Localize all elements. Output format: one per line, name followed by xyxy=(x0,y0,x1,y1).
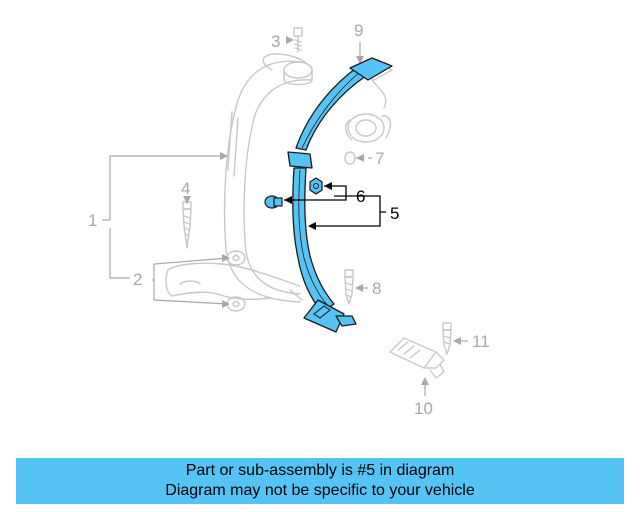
belt-top-tab xyxy=(349,57,393,81)
part-3-bolt-anchor xyxy=(283,27,313,86)
belt-main-webbing xyxy=(292,167,335,313)
fastener-nut xyxy=(309,177,323,195)
callout-8[interactable]: 8 xyxy=(372,279,381,298)
callout-11[interactable]: 11 xyxy=(472,332,490,351)
callout-2[interactable]: 2 xyxy=(133,270,142,289)
part-11-bolt xyxy=(442,322,452,355)
faded-arrowheads xyxy=(183,36,461,385)
callout-9[interactable]: 9 xyxy=(354,21,363,40)
part-4-bolt xyxy=(182,201,192,249)
info-banner: Part or sub-assembly is #5 in diagram Di… xyxy=(16,458,624,504)
fastener-bolt xyxy=(264,195,283,209)
belt-upper-edge xyxy=(301,71,361,149)
callout-6[interactable]: 6 xyxy=(356,187,365,206)
part-10-buckle xyxy=(389,337,445,379)
belt-upper-webbing xyxy=(295,67,367,151)
callout-7[interactable]: 7 xyxy=(375,149,384,168)
part-1-pillar-guide xyxy=(223,53,313,303)
callout-3[interactable]: 3 xyxy=(271,32,280,51)
callout-5[interactable]: 5 xyxy=(390,204,399,223)
part-8-bolt xyxy=(344,269,354,305)
active-leaders xyxy=(284,185,386,227)
active-arrowheads xyxy=(284,182,332,230)
belt-guide-loop xyxy=(287,151,313,169)
banner-line-2: Diagram may not be specific to your vehi… xyxy=(165,482,475,499)
part-6-fasteners[interactable] xyxy=(264,177,323,209)
callout-labels: 1 2 3 4 5 6 7 8 9 10 11 xyxy=(88,21,490,418)
callout-1[interactable]: 1 xyxy=(88,211,97,230)
part-5-seat-belt-assembly[interactable] xyxy=(287,57,393,333)
callout-10[interactable]: 10 xyxy=(414,399,433,418)
belt-lower-anchor xyxy=(303,299,345,333)
belt-anchor-slot xyxy=(313,305,331,319)
faded-parts xyxy=(165,27,452,379)
belt-main-edge xyxy=(298,169,329,307)
callout-4[interactable]: 4 xyxy=(181,179,190,198)
banner-line-1: Part or sub-assembly is #5 in diagram xyxy=(185,462,455,479)
part-2-lower-bracket xyxy=(165,250,303,312)
parts-diagram: 1 2 3 4 5 6 7 8 9 10 11 xyxy=(88,21,490,418)
belt-lower-tab xyxy=(335,315,357,327)
